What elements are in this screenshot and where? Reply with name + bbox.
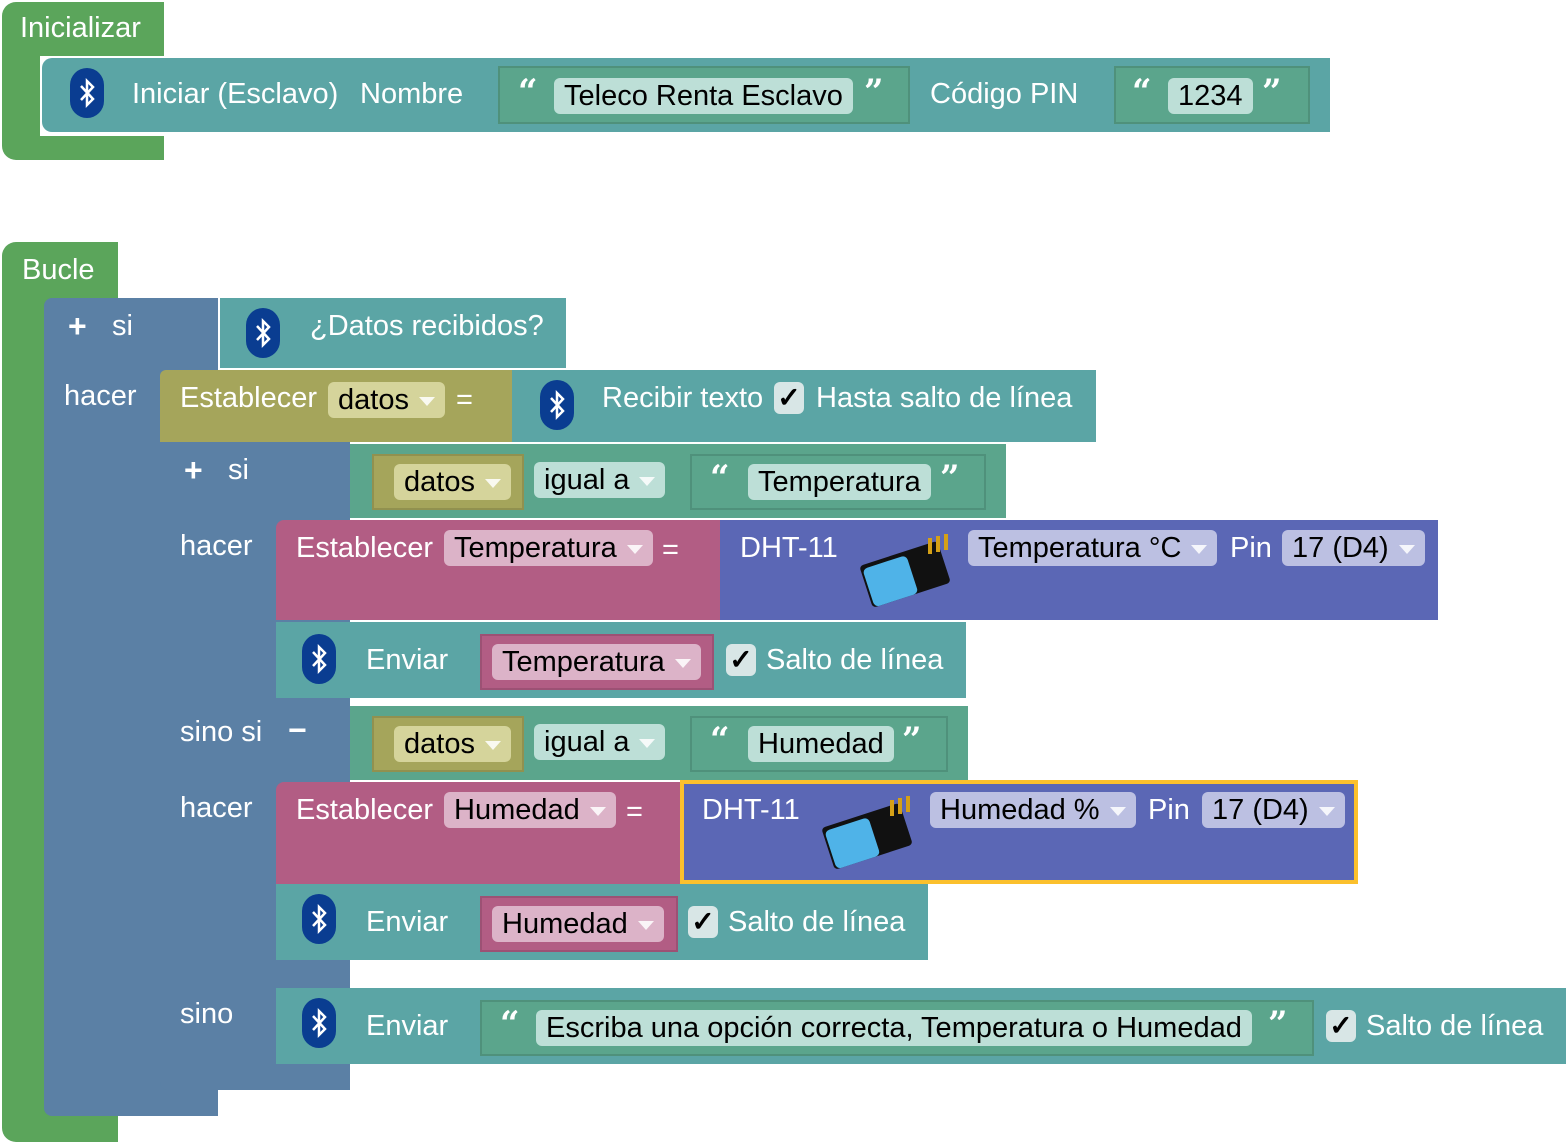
data-received-label: ¿Datos recibidos? [310,310,544,342]
send-label: Enviar [366,1010,449,1042]
open-quote: “ [500,1004,520,1044]
datos-var-dropdown[interactable]: datos [328,382,445,418]
compare-value-2[interactable]: Humedad [748,726,894,762]
dropdown-icon [674,658,691,668]
sensor-label: DHT-11 [740,532,838,564]
pin-label: Pin [1148,794,1190,826]
bluetooth-icon [302,894,336,944]
close-quote: ” [902,720,922,760]
plus-icon[interactable]: + [68,308,87,344]
do-label: hacer [64,380,137,412]
dropdown-icon [484,740,501,750]
humedad-var-dropdown[interactable]: Humedad [444,792,616,828]
pin-dropdown-2[interactable]: 17 (D4) [1202,792,1345,828]
else-label: sino [180,998,234,1030]
datos-dropdown-2[interactable]: datos [394,726,511,762]
bluetooth-icon [302,634,336,684]
minus-icon[interactable]: − [288,712,307,748]
open-quote: “ [710,720,730,760]
bluetooth-icon [302,998,336,1048]
equals: = [626,796,643,828]
start-label: Iniciar (Esclavo) [132,78,339,110]
send-var-dropdown-1[interactable]: Temperatura [492,644,701,680]
receive-text-label: Recibir texto [602,382,764,414]
until-newline-label: Hasta salto de línea [816,382,1073,414]
elseif-label: sino si [180,716,263,748]
close-quote: ” [940,458,960,498]
plus-icon[interactable]: + [184,452,203,488]
name-label: Nombre [360,78,464,110]
newline-label: Salto de línea [766,644,944,676]
dropdown-icon [484,478,501,488]
receive-text-block[interactable] [512,370,1096,442]
send-text-input[interactable]: Escriba una opción correcta, Temperatura… [536,1010,1252,1046]
dropdown-icon [639,738,656,748]
pin-label: Pin [1230,532,1272,564]
compare-op-dropdown-2[interactable]: igual a [534,724,666,760]
close-quote: ” [864,72,884,112]
newline-label: Salto de línea [728,906,906,938]
dropdown-icon [1318,806,1335,816]
pin-code-label: Código PIN [930,78,1079,110]
compare-value-1[interactable]: Temperatura [748,464,931,500]
dropdown-icon [1398,544,1415,554]
set-label: Establecer [296,794,434,826]
sensor-mode-dropdown-1[interactable]: Temperatura °C [968,530,1218,566]
check-icon[interactable]: ✓ [774,382,804,414]
datos-dropdown[interactable]: datos [394,464,511,500]
close-quote: ” [1262,72,1282,112]
do-label-2: hacer [180,792,253,824]
open-quote: “ [1132,72,1152,112]
init-title: Inicializar [20,12,141,44]
dropdown-icon [639,476,656,486]
pin-dropdown-1[interactable]: 17 (D4) [1282,530,1425,566]
check-icon[interactable]: ✓ [688,906,718,938]
send-label: Enviar [366,906,449,938]
dropdown-icon [589,806,606,816]
open-quote: “ [710,458,730,498]
set-label: Establecer [296,532,434,564]
temperatura-var-dropdown[interactable]: Temperatura [444,530,653,566]
equals: = [662,534,679,566]
dropdown-icon [1109,806,1126,816]
dropdown-icon [1191,544,1208,554]
set-label: Establecer [180,382,318,414]
dropdown-icon [637,920,654,930]
bluetooth-icon [246,308,280,358]
send-var-dropdown-2[interactable]: Humedad [492,906,664,942]
dht11-sensor-icon [860,534,950,607]
compare-op-dropdown[interactable]: igual a [534,462,666,498]
close-quote: ” [1268,1004,1288,1044]
pin-input[interactable]: 1234 [1168,78,1253,114]
bluetooth-icon [70,68,104,118]
dropdown-icon [626,544,643,554]
newline-label: Salto de línea [1366,1010,1544,1042]
check-icon[interactable]: ✓ [1326,1010,1356,1042]
bluetooth-icon [540,380,574,430]
sensor-label: DHT-11 [702,794,800,826]
dht11-sensor-icon [822,796,912,869]
send-label: Enviar [366,644,449,676]
name-input[interactable]: Teleco Renta Esclavo [554,78,853,114]
sensor-mode-dropdown-2[interactable]: Humedad % [930,792,1136,828]
open-quote: “ [518,72,538,112]
check-icon[interactable]: ✓ [726,644,756,676]
loop-title: Bucle [22,254,95,286]
compare-text-block-1[interactable] [690,454,986,510]
equals: = [456,384,473,416]
dropdown-icon [418,396,435,406]
inner-do-label: hacer [180,530,253,562]
inner-if-label: si [228,454,249,486]
if-label: si [112,310,133,342]
